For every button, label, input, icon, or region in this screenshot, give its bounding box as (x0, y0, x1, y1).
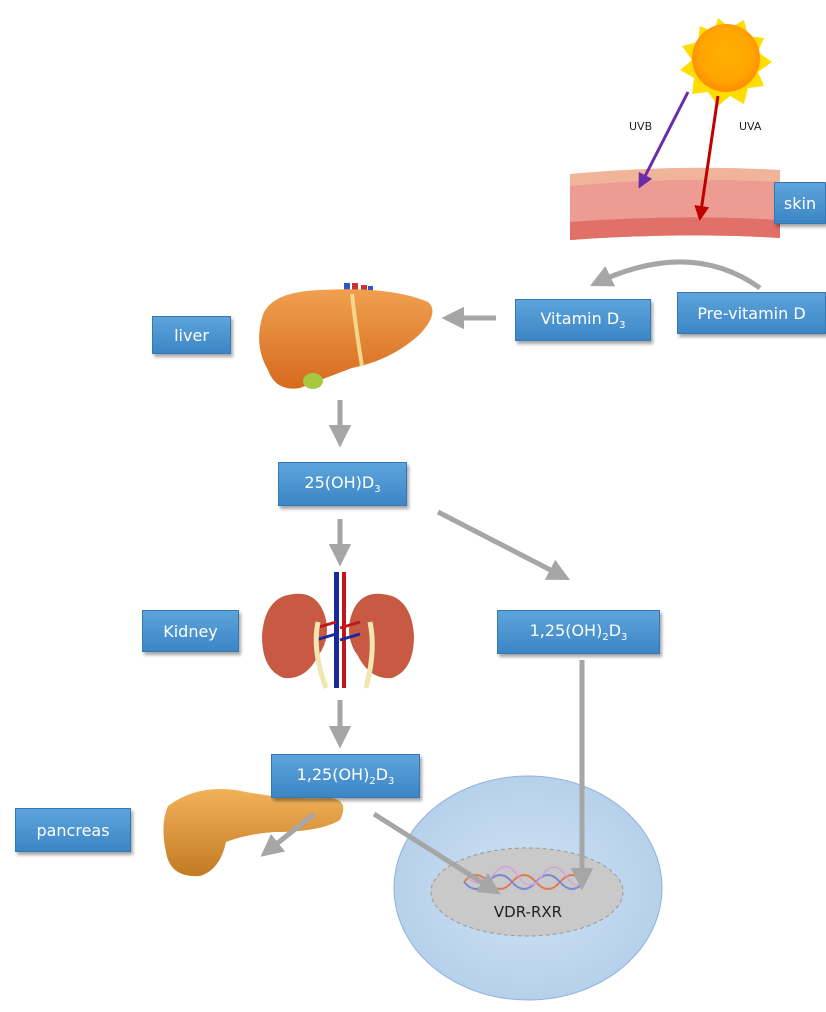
25ohd3-base: 25(OH)D (304, 473, 374, 492)
vitamin-d3-sub: 3 (619, 320, 625, 331)
calcitriol-bottom-sub2: 3 (388, 776, 394, 787)
kidney-box-label: Kidney (163, 622, 218, 641)
calcitriol-right-box: 1,25(OH)2D3 (497, 610, 660, 654)
calcitriol-bottom-mid: D (376, 765, 388, 784)
pancreas-box-label: pancreas (36, 821, 109, 840)
skin-layers-icon (570, 168, 780, 240)
nucleus-ellipse (431, 848, 623, 936)
pancreas-box: pancreas (15, 808, 131, 852)
previtamin-d-label: Pre-vitamin D (697, 304, 805, 323)
kidney-icon (262, 572, 414, 688)
arrow-25ohd3-to-calcitriol-right (438, 512, 566, 578)
calcitriol-right-mid: D (609, 621, 621, 640)
conversion-arc-arrow (594, 262, 760, 288)
skin-box: skin (774, 182, 826, 224)
vitamin-d3-box: Vitamin D3 (515, 299, 651, 341)
calcitriol-right-label: 1,25(OH)2D3 (530, 621, 628, 643)
sun-icon (680, 18, 772, 106)
vitamin-d3-base: Vitamin D (540, 309, 619, 328)
calcitriol-bottom-box: 1,25(OH)2D3 (271, 754, 420, 798)
liver-box-label: liver (174, 326, 209, 345)
uvb-label: UVB (629, 120, 652, 133)
vdr-rxr-label: VDR-RXR (490, 903, 566, 921)
liver-box: liver (152, 316, 231, 354)
uva-label: UVA (739, 120, 761, 133)
calcitriol-bottom-label: 1,25(OH)2D3 (297, 765, 395, 787)
calcitriol-bottom-pre: 1,25(OH) (297, 765, 370, 784)
previtamin-d-box: Pre-vitamin D (677, 292, 826, 334)
25ohd3-sub: 3 (374, 484, 380, 495)
kidney-box: Kidney (142, 610, 239, 652)
calcitriol-right-pre: 1,25(OH) (530, 621, 603, 640)
calcitriol-right-sub2: 3 (621, 632, 627, 643)
25ohd3-label: 25(OH)D3 (304, 473, 380, 495)
vitamin-d3-label: Vitamin D3 (540, 309, 625, 331)
25ohd3-box: 25(OH)D3 (278, 462, 407, 506)
skin-box-label: skin (784, 194, 816, 213)
pancreas-icon (163, 789, 343, 876)
liver-icon (259, 283, 432, 389)
